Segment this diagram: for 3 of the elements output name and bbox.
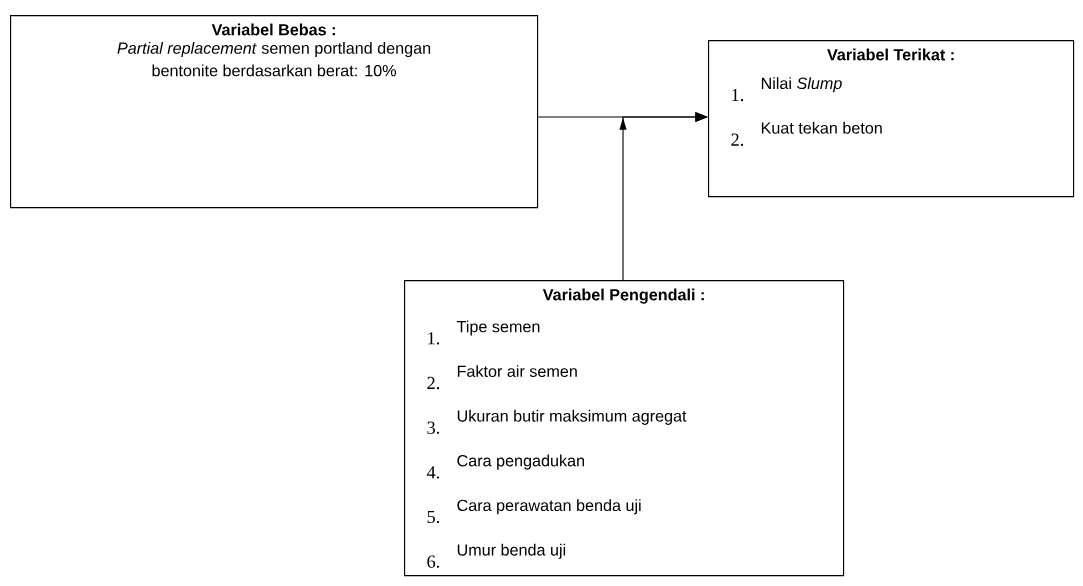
variable-box: Variabel Bebas : Partial replacement semen portland dengan bentonite berdasarkan berat: 10% [10, 15, 539, 209]
variable-box: Variabel Terikat : 1. Nilai Slump 2. Kuat tekan beton [708, 40, 1075, 198]
variable-box: Variabel Pengendali : 1. Tipe semen 2. Faktor air semen 3. Ukuran butir maksimum agregat 4. Cara pengadukan 5. Cara perawatan benda uji 6. Umur benda uji [404, 280, 845, 577]
